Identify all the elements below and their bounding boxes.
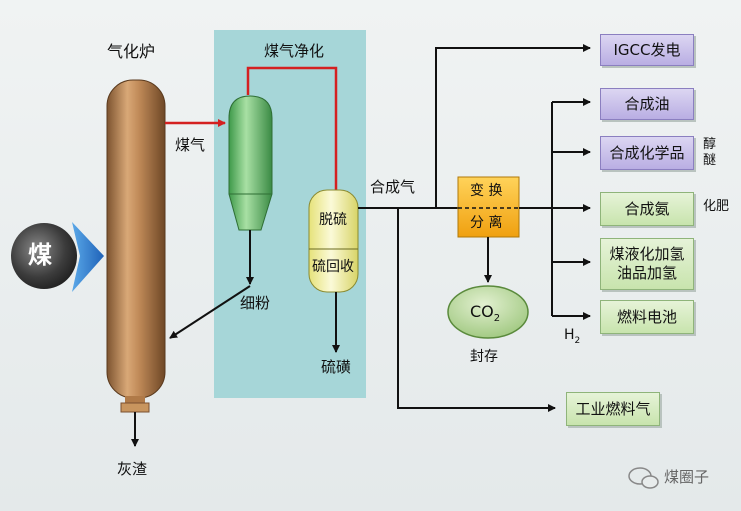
- separation-label: 分 离: [470, 215, 503, 231]
- purification-label: 煤气净化: [264, 42, 325, 60]
- coal-label: 煤: [28, 241, 52, 269]
- ether-label: 醚: [703, 153, 717, 168]
- syngas-label: 合成气: [370, 178, 416, 196]
- product-industrial-gas-text: 工业燃料气: [575, 399, 651, 418]
- product-coal-liquefaction: 煤液化加氢 油品加氢: [600, 238, 694, 290]
- h2-subscript: 2: [574, 335, 581, 346]
- wechat-icon: [628, 467, 659, 489]
- product-igcc: IGCC发电: [600, 34, 694, 66]
- shift-label: 变 换: [470, 183, 503, 199]
- product-syn-oil-text: 合成油: [624, 94, 670, 113]
- co2-node: [447, 285, 529, 339]
- ash-label: 灰渣: [117, 460, 148, 478]
- desulfurizer-vessel: [308, 189, 359, 293]
- product-industrial-gas: 工业燃料气: [566, 392, 660, 426]
- feed-arrow-icon: [72, 222, 104, 292]
- product-syn-chem-text: 合成化学品: [609, 143, 685, 162]
- gasifier-label: 气化炉: [107, 42, 156, 61]
- co2-subscript: 2: [493, 313, 501, 325]
- storage-label: 封存: [470, 349, 498, 365]
- product-igcc-text: IGCC发电: [613, 40, 681, 59]
- product-fuel-cell-text: 燃料电池: [616, 307, 677, 326]
- product-syn-oil: 合成油: [600, 88, 694, 120]
- product-syn-ammonia-text: 合成氨: [624, 199, 670, 218]
- to-industrial-gas-arrow: [397, 208, 556, 412]
- product-syn-ammonia: 合成氨: [600, 192, 694, 226]
- product-fuel-cell: 燃料电池: [600, 300, 694, 334]
- gasifier-vessel: [106, 79, 166, 413]
- co2-main-text: CO: [470, 302, 494, 321]
- sulfur-label: 硫磺: [321, 358, 352, 376]
- watermark-text: 煤圈子: [664, 468, 710, 486]
- desulfurization-label: 脱硫: [319, 212, 347, 228]
- co2-label: CO2: [470, 304, 500, 324]
- h2-label: H2: [564, 328, 580, 346]
- fines-label: 细粉: [240, 294, 271, 312]
- sulfur-recovery-label: 硫回收: [312, 259, 354, 275]
- fines-recycle-arrow: [169, 285, 251, 339]
- cyclone-separator: [228, 95, 273, 231]
- product-coal-liq-line2: 油品加氢: [616, 264, 677, 282]
- product-coal-liq-line1: 煤液化加氢: [609, 245, 685, 264]
- fertilizer-label: 化肥: [703, 199, 730, 214]
- alcohol-label: 醇: [703, 137, 717, 152]
- shift-separation-unit: [457, 176, 520, 238]
- to-igcc-arrow: [435, 44, 591, 208]
- product-syn-chem: 合成化学品: [600, 136, 694, 170]
- purified-gas-line: [246, 66, 338, 190]
- h2-main-text: H: [564, 327, 575, 343]
- coal-lump-icon: [11, 223, 77, 289]
- coal-gas-label: 煤气: [175, 136, 206, 154]
